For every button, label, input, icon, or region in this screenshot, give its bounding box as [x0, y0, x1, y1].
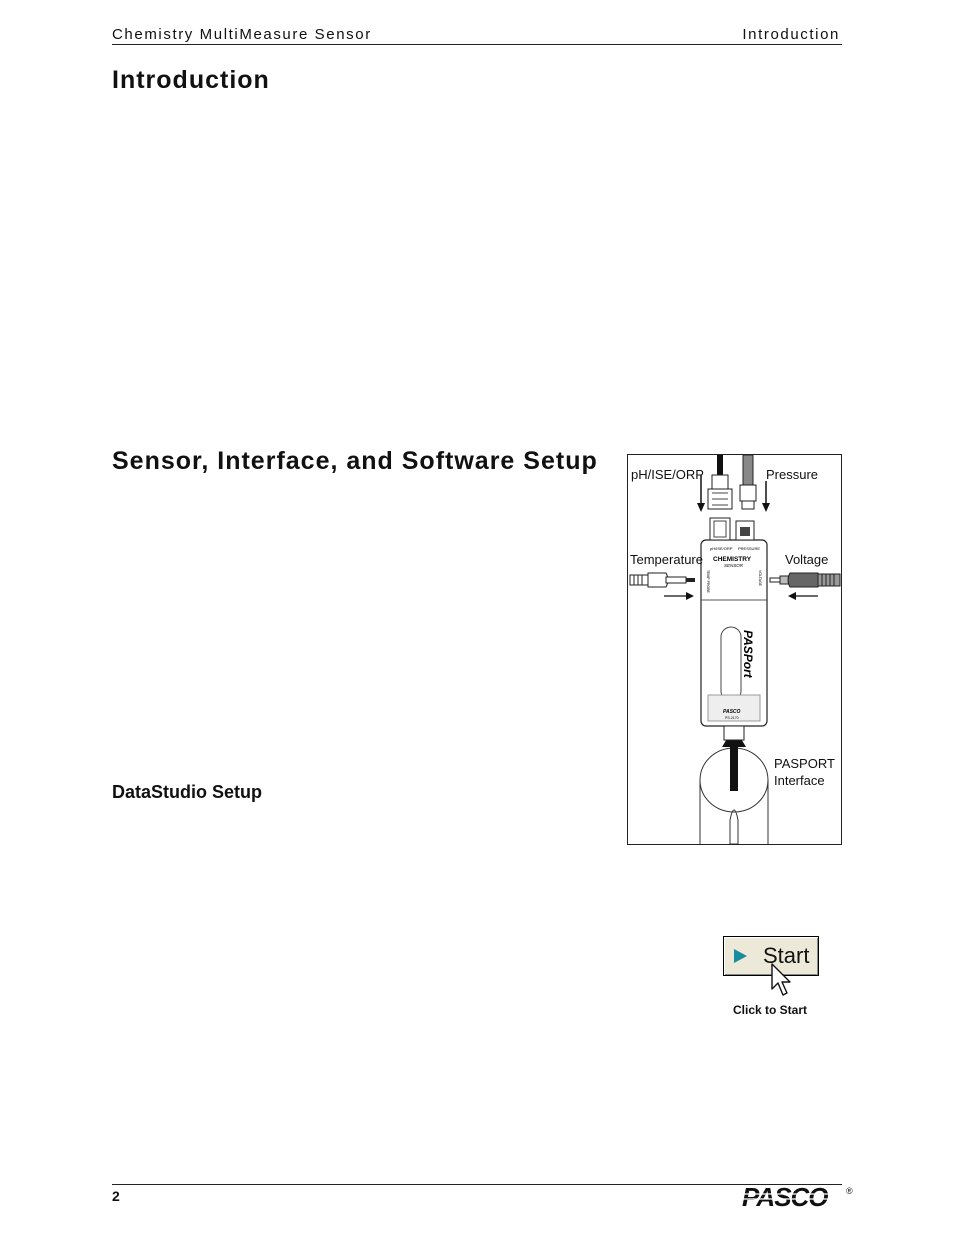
datastudio-heading: DataStudio Setup	[112, 782, 263, 802]
device-maker: PASCO	[723, 709, 741, 715]
device-label-temp: TEMP PROBE	[706, 570, 710, 594]
device-label-ph: pH/ISE/ORP	[710, 546, 733, 551]
ph-bnc-connector	[707, 455, 733, 510]
sensor-diagram: pH/ISE/ORP PRESSURE CHEMISTRY SENSOR TEM…	[629, 455, 841, 844]
setup-heading: Sensor, Interface, and Software Setup	[112, 447, 598, 475]
sensor-setup-figure: pH/ISE/ORP PRESSURE CHEMISTRY SENSOR TEM…	[627, 454, 842, 845]
temperature-right-arrow	[664, 592, 694, 600]
device-model: PS-2170	[725, 716, 739, 720]
voltage-plug	[769, 572, 841, 588]
pressure-down-arrow	[762, 481, 770, 512]
pasco-logo-text: PASCO	[742, 1183, 828, 1211]
device-label-voltage: VOLTAGE	[758, 570, 762, 587]
pasport-brand: PASPort	[741, 630, 755, 679]
footer-divider	[112, 1184, 842, 1185]
running-header-section: Introduction	[742, 26, 840, 43]
label-pasport-interface: PASPORT Interface	[774, 756, 835, 788]
pressure-connector	[739, 455, 757, 510]
voltage-left-arrow	[788, 592, 818, 600]
label-ph-ise-orp: pH/ISE/ORP	[631, 467, 704, 482]
device-name: CHEMISTRY	[713, 556, 752, 563]
chemistry-sensor-body: pH/ISE/ORP PRESSURE CHEMISTRY SENSOR TEM…	[700, 539, 768, 741]
play-icon	[734, 949, 747, 963]
pasco-logo: PASCO	[740, 1183, 840, 1211]
label-temperature: Temperature	[630, 552, 703, 567]
intro-heading: Introduction	[112, 66, 270, 94]
registered-mark: ®	[846, 1186, 853, 1196]
page-number: 2	[112, 1188, 120, 1204]
temperature-plug	[629, 572, 695, 588]
sensor-top-ports	[709, 517, 755, 541]
ph-down-arrow	[697, 475, 705, 512]
device-subname: SENSOR	[724, 563, 744, 568]
mouse-pointer-icon	[771, 963, 791, 996]
start-caption: Click to Start	[733, 1003, 808, 1017]
start-button-label: Start	[763, 943, 810, 968]
header-divider	[112, 44, 842, 45]
start-button[interactable]: Start	[723, 936, 819, 976]
label-voltage: Voltage	[785, 552, 829, 567]
label-pressure: Pressure	[766, 467, 819, 482]
device-label-pressure: PRESSURE	[738, 546, 760, 551]
running-header-title: Chemistry MultiMeasure Sensor	[112, 26, 372, 43]
